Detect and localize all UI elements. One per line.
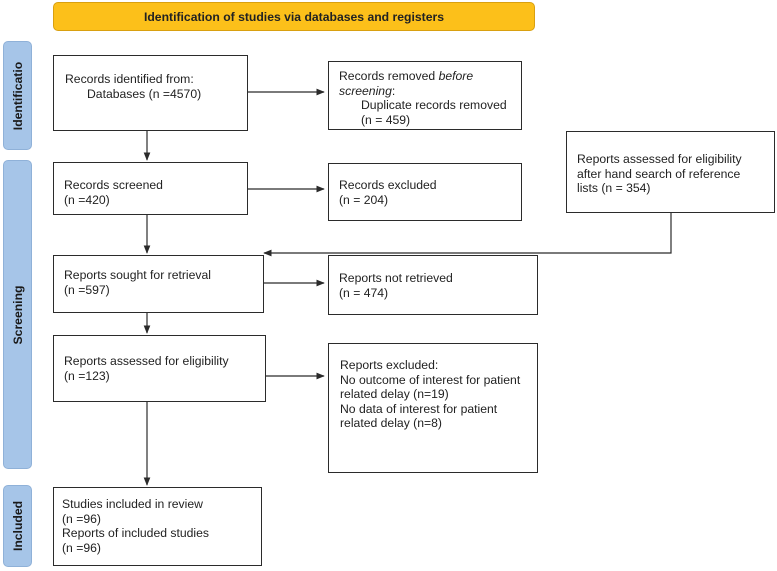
reports-excluded-line1: Reports excluded: (340, 358, 439, 372)
hand-search-box: Reports assessed for eligibility after h… (566, 131, 775, 213)
studies-included-box: Studies included in review (n =96) Repor… (53, 487, 262, 566)
records-removed-screening: screening (339, 83, 392, 98)
reports-assessed-line1: Reports assessed for eligibility (64, 354, 229, 368)
reports-excluded-line4: No data of interest for patient (340, 401, 498, 416)
records-removed-line1: Records removed before (339, 69, 521, 84)
reports-sought-box: Reports sought for retrieval (n =597) (53, 255, 264, 313)
records-removed-line2: screening: (339, 84, 521, 99)
reports-excluded-box: Reports excluded: No outcome of interest… (328, 343, 538, 473)
stage-included: Included (3, 485, 32, 567)
arrow-hand-search-to-sought (263, 213, 672, 257)
records-removed-box: Records removed before screening: Duplic… (328, 61, 522, 130)
reports-excluded-line3: related delay (n=19) (340, 387, 449, 401)
records-excluded-line1: Records excluded (339, 178, 437, 192)
records-identified-line2: Databases (n =4570) (87, 86, 202, 101)
records-screened-line1: Records screened (64, 178, 163, 192)
reports-not-retrieved-line2: (n = 474) (339, 285, 389, 300)
records-removed-line3: Duplicate records removed (361, 98, 507, 112)
records-removed-before: before (438, 69, 474, 83)
hand-search-line1: Reports assessed for eligibility (577, 152, 742, 166)
hand-search-line2: after hand search of reference (577, 166, 741, 181)
reports-not-retrieved-box: Reports not retrieved (n = 474) (328, 255, 538, 315)
records-excluded-box: Records excluded (n = 204) (328, 163, 522, 221)
reports-excluded-line2: No outcome of interest for patient (340, 372, 521, 387)
studies-included-line3: Reports of included studies (62, 526, 210, 540)
reports-sought-line2: (n =597) (64, 282, 110, 297)
studies-included-line2: (n =96) (62, 511, 101, 526)
header-title: Identification of studies via databases … (143, 9, 445, 24)
hand-search-line3: lists (n = 354) (577, 181, 651, 195)
reports-excluded-line5: related delay (n=8) (340, 416, 442, 430)
stage-screening: Screening (3, 160, 32, 469)
records-identified-box: Records identified from: Databases (n =4… (53, 55, 248, 131)
records-removed-colon: : (391, 83, 396, 98)
records-removed-line4: (n = 459) (361, 112, 411, 127)
records-screened-box: Records screened (n =420) (53, 162, 248, 215)
studies-included-line4: (n =96) (62, 540, 101, 555)
studies-included-line1: Studies included in review (62, 497, 203, 511)
diagram-header: Identification of studies via databases … (53, 2, 535, 31)
stage-identification: Identificatio (3, 41, 32, 150)
records-screened-line2: (n =420) (64, 192, 110, 207)
records-identified-line1: Records identified from: (65, 72, 194, 86)
reports-assessed-box: Reports assessed for eligibility (n =123… (53, 335, 266, 402)
records-excluded-line2: (n = 204) (339, 192, 389, 207)
reports-sought-line1: Reports sought for retrieval (64, 268, 211, 282)
reports-not-retrieved-line1: Reports not retrieved (339, 271, 453, 285)
reports-assessed-line2: (n =123) (64, 368, 110, 383)
records-removed-prefix: Records removed (339, 69, 439, 83)
